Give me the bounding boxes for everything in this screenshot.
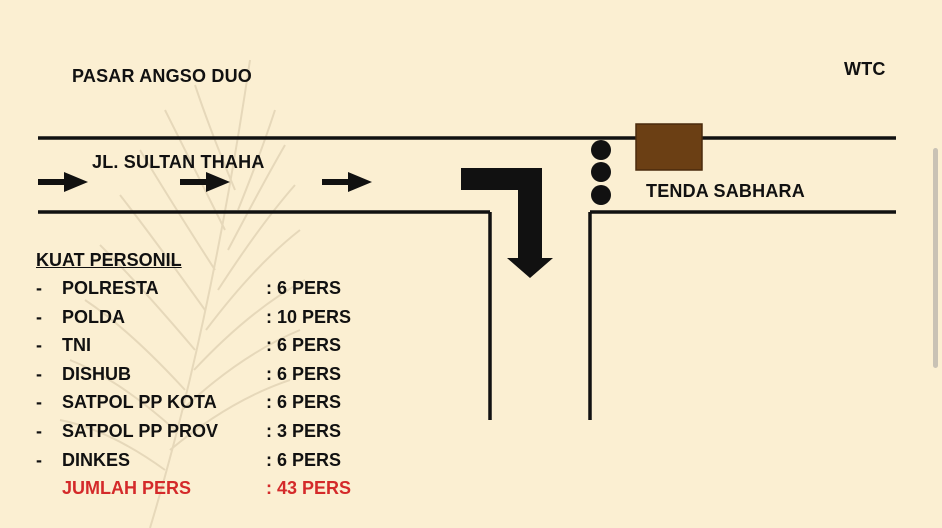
unit-count: : 6 PERS [266,278,342,298]
traffic-arrow-icon [180,172,230,192]
tent-marker-icon [635,123,703,171]
unit-name: POLDA [62,306,125,327]
row-dash: - [36,363,42,384]
unit-name: DISHUB [62,363,132,384]
row-dash: - [36,278,42,298]
unit-count: : 10 PERS [266,306,352,327]
personnel-row: - DINKES : 6 PERS [36,446,341,475]
personnel-row: - DISHUB : 6 PERS [36,360,341,389]
unit-name: SATPOL PP KOTA [62,392,217,413]
row-dash: - [36,306,42,327]
unit-count: : 6 PERS [266,363,342,384]
row-dash: - [36,392,42,413]
unit-count: : 6 PERS [266,449,342,470]
location-label-wtc: WTC [844,59,886,79]
total-label: JUMLAH PERS [62,478,192,499]
personnel-title: KUAT PERSONIL [36,250,182,270]
personnel-row: - SATPOL PP KOTA : 6 PERS [36,388,341,417]
unit-name: POLRESTA [62,278,159,298]
diversion-arrow-icon [461,168,553,278]
scrollbar-thumb[interactable] [933,148,938,368]
unit-count: : 6 PERS [266,392,342,413]
personnel-list: KUAT PERSONIL - POLRESTA : 6 PERS - POLD… [36,250,351,503]
row-dash: - [36,335,42,356]
personnel-total-row: JUMLAH PERS : 43 PERS [36,474,351,503]
unit-count: : 6 PERS [266,335,342,356]
row-dash: - [36,420,42,441]
barrier-dots-icon [591,140,611,205]
road-name-label: JL. SULTAN THAHA [92,152,265,172]
tent-label: TENDA SABHARA [646,181,805,201]
personnel-row: - POLDA : 10 PERS [36,303,351,332]
feather-watermark [59,59,306,528]
personnel-row: - POLRESTA : 6 PERS [36,274,341,303]
unit-name: TNI [62,335,91,356]
unit-name: DINKES [62,449,131,470]
personnel-row: - TNI : 6 PERS [36,331,341,360]
location-label-pasar: PASAR ANGSO DUO [72,66,253,86]
row-dash: - [36,449,42,470]
unit-name: SATPOL PP PROV [62,420,219,441]
traffic-arrow-icon [38,172,88,192]
personnel-row: - SATPOL PP PROV : 3 PERS [36,417,341,446]
unit-count: : 3 PERS [266,420,342,441]
traffic-arrow-icon [322,172,372,192]
total-count: : 43 PERS [266,478,352,499]
